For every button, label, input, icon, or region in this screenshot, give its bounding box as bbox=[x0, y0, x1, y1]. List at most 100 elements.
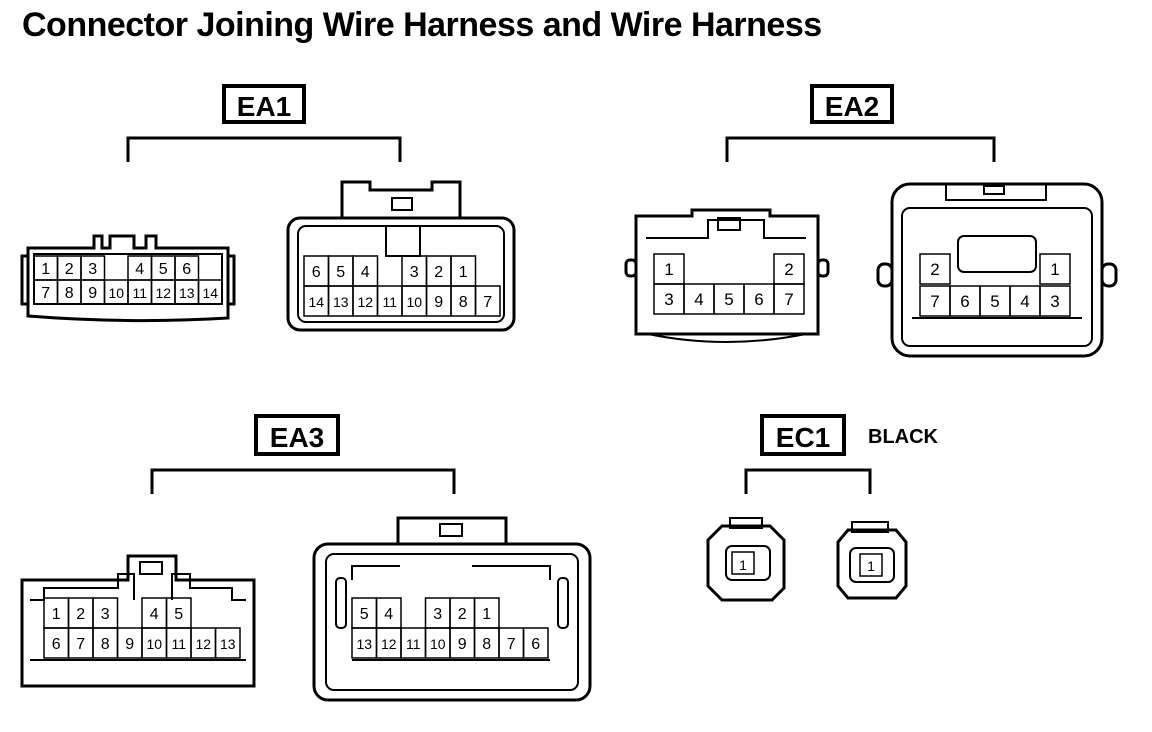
ec1-left-pin: 1 bbox=[739, 557, 747, 573]
ea3-right-pin-number: 6 bbox=[531, 636, 540, 653]
ea1-left-pin-number: 8 bbox=[65, 285, 74, 302]
ec1-right-pin: 1 bbox=[867, 558, 875, 574]
ea2-right-pin-cell bbox=[1039, 285, 1071, 317]
ea1-right-connector bbox=[286, 180, 516, 332]
ea3-left-pin-number: 8 bbox=[101, 636, 110, 653]
ea2-left-pin-number: 3 bbox=[664, 290, 673, 309]
ea2-left-pin-number: 4 bbox=[694, 290, 703, 309]
ea3-right-pin-number: 1 bbox=[482, 606, 491, 623]
ea2-group bbox=[624, 84, 1118, 358]
ea3-right-pin-number: 3 bbox=[433, 606, 442, 623]
ea1-left-pin-number: 4 bbox=[135, 261, 144, 278]
ea1-right-pin-number: 13 bbox=[333, 294, 349, 310]
ea3-right-connector bbox=[312, 516, 592, 702]
ea3-right-pin-number: 2 bbox=[458, 606, 467, 623]
ea2-right-pin-number: 4 bbox=[1020, 292, 1029, 311]
ea1-right-pin-number: 14 bbox=[308, 294, 324, 310]
ea3-right-pin-cell bbox=[522, 627, 549, 659]
ea3-left-pin-number: 4 bbox=[150, 606, 159, 623]
ea1-right-pin-number: 12 bbox=[357, 294, 373, 310]
ea3-right-pin-number: 8 bbox=[482, 636, 491, 653]
ea2-right-pin-number: 3 bbox=[1050, 292, 1059, 311]
ea3-group bbox=[20, 414, 592, 702]
ea1-right-pin-number: 3 bbox=[410, 264, 419, 281]
ea1-left-pin-number: 6 bbox=[182, 261, 191, 278]
ea3-left-pin-number: 6 bbox=[52, 636, 61, 653]
ea3-right-pin-number: 5 bbox=[360, 606, 369, 623]
ea1-label-box bbox=[222, 84, 306, 124]
ea3-left-pin-number: 13 bbox=[220, 636, 236, 652]
ea1-left-pin-number: 1 bbox=[41, 261, 50, 278]
ea3-right-pin-number: 12 bbox=[381, 636, 397, 652]
ea3-left-pin-cell bbox=[214, 627, 241, 659]
ea2-left-pin-number: 7 bbox=[784, 290, 793, 309]
ea2-right-pin-number: 1 bbox=[1050, 260, 1059, 279]
ea3-left-pin-number: 10 bbox=[146, 636, 162, 652]
ec1-color-label: BLACK bbox=[868, 426, 939, 448]
ea3-left-pin-number: 1 bbox=[52, 606, 61, 623]
ea2-right-pin-number: 2 bbox=[930, 260, 939, 279]
ea1-group bbox=[20, 84, 516, 332]
ea3-left-pin-number: 5 bbox=[174, 606, 183, 623]
ea1-right-pin-cell bbox=[474, 285, 501, 317]
ea3-left-pin-number: 12 bbox=[195, 636, 211, 652]
ea1-right-pin-number: 8 bbox=[459, 294, 468, 311]
ea3-left-pin-number: 11 bbox=[171, 636, 186, 652]
ea1-left-pin-number: 12 bbox=[155, 285, 171, 301]
ea3-label-box bbox=[254, 414, 340, 456]
ea3-right-pin-number: 9 bbox=[458, 636, 467, 653]
ea1-left-pin-number: 10 bbox=[108, 285, 124, 301]
ea1-right-pin-number: 2 bbox=[434, 264, 443, 281]
ea1-left-pin-number: 7 bbox=[41, 285, 50, 302]
ea1-right-pin-number: 11 bbox=[382, 294, 397, 310]
ea2-right-pin-number: 7 bbox=[930, 292, 939, 311]
ea1-left-pin-cell bbox=[197, 279, 223, 305]
ea2-right-pin-cell bbox=[1039, 253, 1071, 285]
ea1-right-pin-number: 5 bbox=[336, 264, 345, 281]
ea1-right-pin-number: 9 bbox=[434, 294, 443, 311]
ec1-group bbox=[706, 414, 908, 602]
ea1-left-pin-number: 2 bbox=[65, 261, 74, 278]
ea3-label: EA3 bbox=[270, 422, 324, 453]
ea2-left-pin-number: 5 bbox=[724, 290, 733, 309]
ec1-bracket bbox=[744, 468, 872, 494]
ea1-right-pin-number: 4 bbox=[361, 264, 370, 281]
ea3-right-pin-number: 10 bbox=[430, 636, 446, 652]
ea2-left-pin-number: 2 bbox=[784, 260, 793, 279]
ea2-bracket bbox=[725, 136, 996, 162]
ea2-left-pin-cell bbox=[773, 283, 805, 315]
ea1-left-pin-number: 11 bbox=[132, 285, 147, 301]
ea1-right-pin-number: 10 bbox=[406, 294, 422, 310]
ea3-right-pin-number: 13 bbox=[356, 636, 372, 652]
ea1-left-pin-number: 3 bbox=[88, 261, 97, 278]
ea1-left-pin-number: 5 bbox=[159, 261, 168, 278]
ea2-left-pin-number: 6 bbox=[754, 290, 763, 309]
ea3-right-pin-number: 7 bbox=[507, 636, 516, 653]
ea1-right-pin-number: 1 bbox=[459, 264, 468, 281]
ea2-label: EA2 bbox=[825, 91, 879, 122]
ec1-right-connector bbox=[836, 521, 908, 600]
ea1-left-connector bbox=[20, 234, 236, 323]
ea1-right-pin-number: 6 bbox=[312, 264, 321, 281]
ea3-bracket bbox=[150, 468, 456, 494]
ea1-label: EA1 bbox=[237, 91, 291, 122]
ea3-left-pin-number: 3 bbox=[101, 606, 110, 623]
ea3-right-pin-number: 4 bbox=[384, 606, 393, 623]
ea2-right-connector bbox=[876, 182, 1118, 358]
ea3-right-pin-number: 11 bbox=[406, 636, 421, 652]
ec1-label: EC1 bbox=[776, 422, 830, 453]
ea1-bracket bbox=[126, 136, 402, 162]
ea3-left-pin-number: 2 bbox=[76, 606, 85, 623]
ea2-right-pin-number: 5 bbox=[990, 292, 999, 311]
page-title: Connector Joining Wire Harness and Wire … bbox=[22, 6, 822, 44]
ea3-left-pin-number: 7 bbox=[76, 636, 85, 653]
ea3-left-pin-number: 9 bbox=[125, 636, 134, 653]
ea1-right-pin-number: 7 bbox=[483, 294, 492, 311]
ea2-right-pin-number: 6 bbox=[960, 292, 969, 311]
ea2-left-connector bbox=[624, 208, 830, 343]
ea2-right-pin-cell bbox=[919, 253, 951, 285]
ea2-left-pin-number: 1 bbox=[664, 260, 673, 279]
ea1-left-pin-number: 9 bbox=[88, 285, 97, 302]
ea2-label-box bbox=[810, 84, 894, 124]
